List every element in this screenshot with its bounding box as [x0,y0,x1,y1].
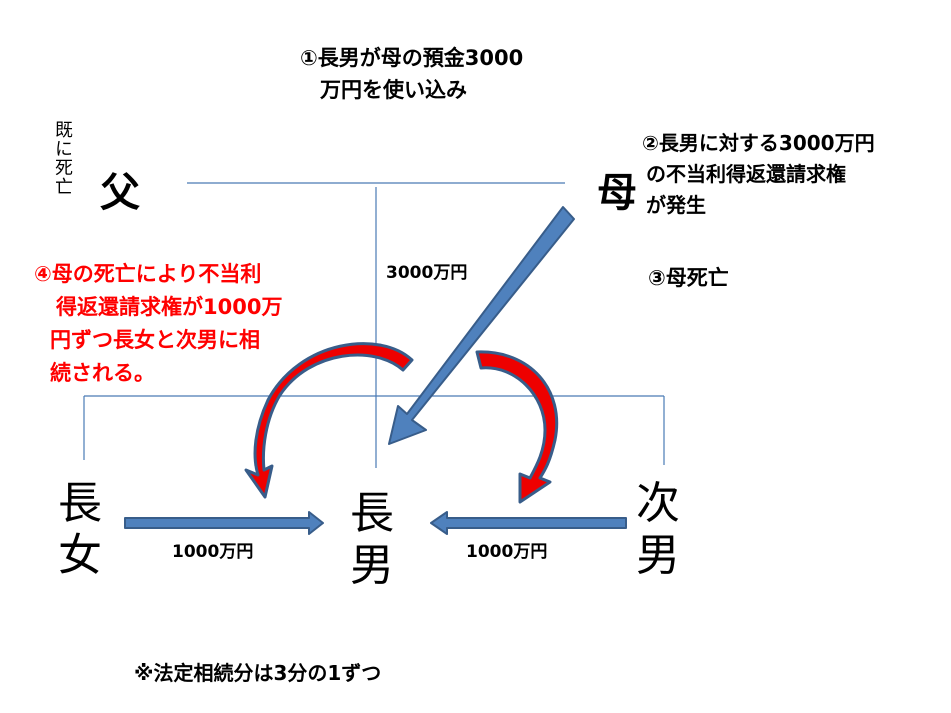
step4-line3: 円ずつ長女と次男に相 [50,328,260,352]
step4-line4: 続される。 [50,361,155,385]
eldest-daughter-char2: 女 [58,530,102,581]
curved-arrow-right-icon [475,350,559,504]
step3-text: ③母死亡 [648,266,729,290]
step2-text: ②長男に対する3000万円 の不当利得返還請求権 が発生 [642,128,875,221]
eldest-son-char2: 男 [350,540,394,591]
footnote: ※法定相続分は3分の1ずつ [134,661,382,685]
step1-line2: 万円を使い込み [320,78,467,102]
eldest-son-char1: 長 [350,488,394,539]
arrow-left-icon [430,511,627,535]
father-status: 既に死亡 [52,120,73,196]
step4-line1: ④母の死亡により不当利 [34,262,262,286]
eldest-daughter-char1: 長 [58,478,102,529]
mother-label: 母 [597,170,637,216]
amount-daughter-to-son: 1000万円 [172,542,254,562]
step4-text: ④母の死亡により不当利 得返還請求権が1000万 円ずつ長女と次男に相 続される… [34,258,282,390]
eldest-daughter-label: 長 女 [58,478,102,582]
step4-line2: 得返還請求権が1000万 [56,295,283,319]
step1-text: ①長男が母の預金3000 万円を使い込み [300,42,523,106]
step2-line2: の不当利得返還請求権 [646,162,846,186]
second-son-char1: 次 [636,478,680,529]
father-label: 父 [100,170,140,216]
eldest-son-label: 長 男 [350,488,394,592]
amount-second-son-to-son: 1000万円 [466,542,548,562]
amount-mother-to-son: 3000万円 [386,263,468,283]
curved-arrow-left-icon [244,342,414,499]
step2-line1: ②長男に対する3000万円 [642,131,875,155]
second-son-label: 次 男 [636,478,680,582]
diagonal-arrow-icon [388,206,575,445]
step1-line1: ①長男が母の預金3000 [300,46,524,70]
arrow-right-icon [124,511,324,535]
second-son-char2: 男 [636,530,680,581]
step2-line3: が発生 [646,193,706,217]
